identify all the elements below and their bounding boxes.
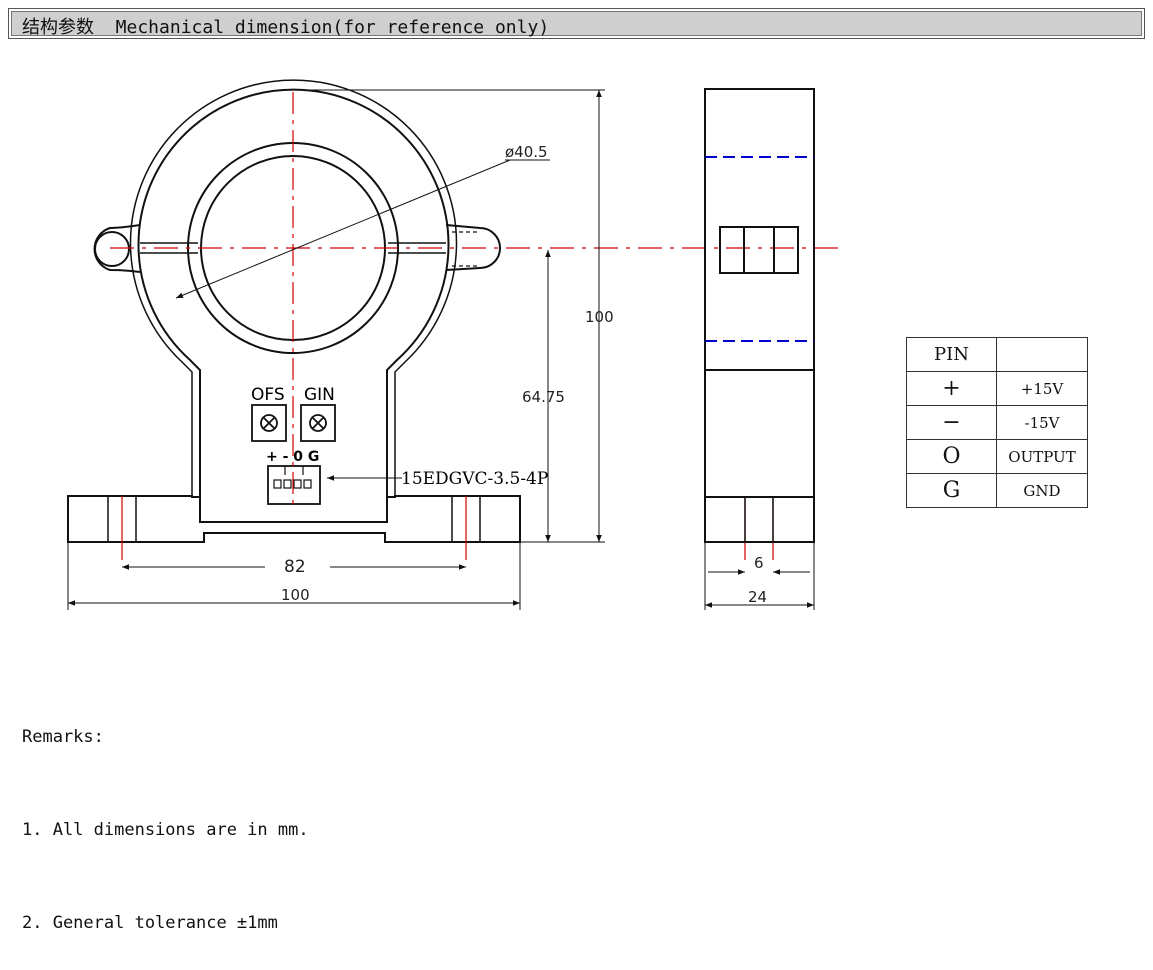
remark-item: 2. General tolerance ±1mm [22, 913, 278, 933]
gin-potentiometer [300, 404, 336, 442]
width-label: 100 [281, 586, 310, 604]
mounting-base [67, 495, 521, 543]
pin-symbol: + [906, 371, 997, 406]
sensor-body-outline [137, 88, 450, 523]
pin-function: +15V [996, 371, 1088, 406]
pin-header: PIN [906, 337, 997, 372]
center-height-label: 64.75 [522, 388, 565, 406]
remarks-title: Remarks: [22, 727, 104, 747]
remark-item: 1. All dimensions are in mm. [22, 820, 309, 840]
pin-function: -15V [996, 405, 1088, 440]
remarks: Remarks: 1. All dimensions are in mm. 2.… [22, 660, 309, 970]
front-dimensions [67, 89, 605, 610]
side-body [704, 88, 815, 543]
ofs-label: OFS [251, 385, 285, 405]
table-row: O OUTPUT [906, 439, 1088, 474]
height-label: 100 [585, 308, 614, 326]
pin-symbol: O [906, 439, 997, 474]
pin-table: PIN + +15V − -15V O OUTPUT G GND [906, 337, 1088, 508]
side-hidden-lines [705, 156, 814, 342]
gin-label: GIN [304, 385, 335, 405]
connector-label: 15EDGVC-3.5-4P [401, 469, 548, 489]
mount-spacing-label: 82 [284, 557, 306, 577]
side-view [704, 88, 815, 543]
header-bar [8, 8, 1145, 39]
slot-width-label: 6 [754, 554, 764, 572]
header-title: 结构参数 Mechanical dimension(for reference … [22, 17, 550, 38]
pin-function: OUTPUT [996, 439, 1088, 474]
mechanical-drawing: ø40.5 100 64.75 100 82 OFS GIN + - 0 G 1… [67, 79, 840, 610]
pin-table-header: PIN [906, 337, 1088, 372]
side-dimensions [704, 542, 815, 610]
connector [267, 465, 321, 505]
pin-symbol: − [906, 405, 997, 440]
connector-pins-label: + - 0 G [266, 449, 319, 465]
side-terminal [719, 226, 799, 274]
diameter-label: ø40.5 [505, 143, 548, 161]
depth-label: 24 [748, 588, 767, 606]
table-row: G GND [906, 473, 1088, 508]
front-centerlines [110, 92, 840, 560]
pin-function: GND [996, 473, 1088, 508]
pin-symbol: G [906, 473, 997, 508]
table-row: − -15V [906, 405, 1088, 440]
table-row: + +15V [906, 371, 1088, 406]
ofs-potentiometer [251, 404, 287, 442]
